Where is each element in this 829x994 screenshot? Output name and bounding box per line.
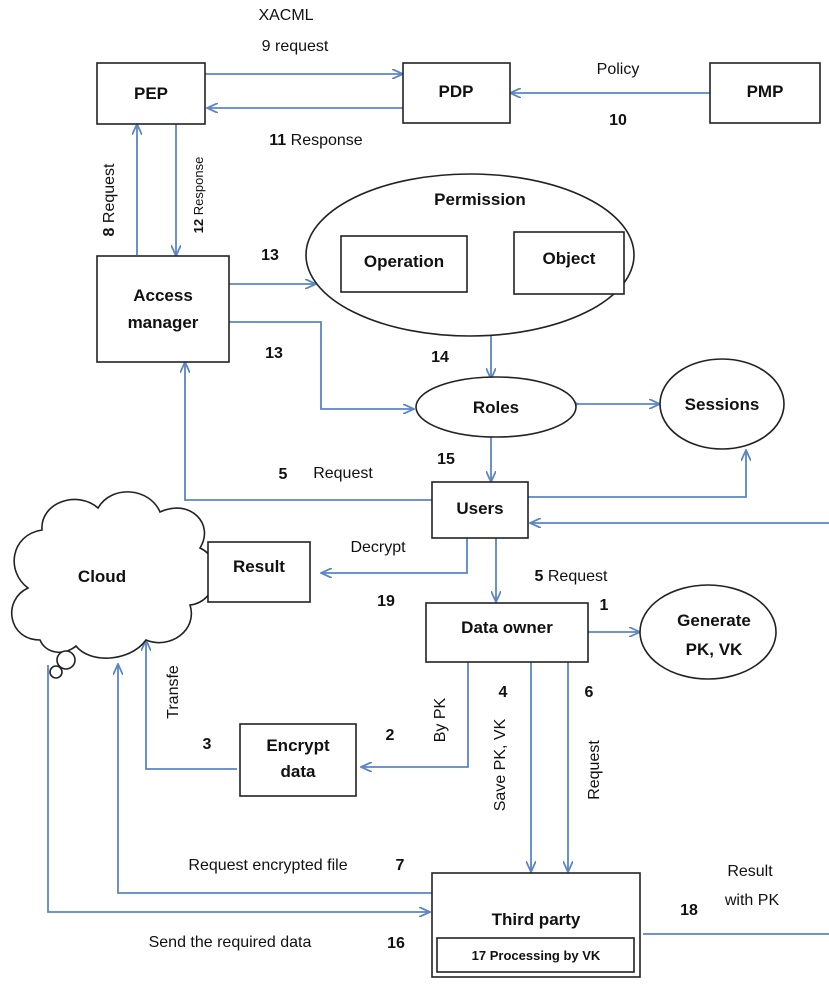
encrypt-label-line2: data [281,762,317,781]
edge-labels: XACML 9 request Policy 10 11 Response 8 … [101,7,779,952]
request5a-text: Request [313,465,373,482]
node-access-manager: Access manager [96,255,230,363]
pmp-label: PMP [747,82,784,101]
request5a-num: 5 [279,466,288,483]
node-operation: Operation [340,235,468,293]
node-pep: PEP [96,62,206,125]
by-pk-label: By PK [432,697,449,742]
num16-label: 16 [387,935,405,952]
request5b-text: Request [548,568,608,585]
num13a-label: 13 [261,247,279,264]
response12-num: 12 [191,219,206,233]
edge-users-result [321,538,468,573]
request8-label: 8 Request [101,163,118,237]
generate-label-line2: PK, VK [686,640,743,659]
third-party-label: Third party [492,910,581,929]
node-generate: Generate PK, VK [639,584,777,680]
num2-label: 2 [386,727,395,744]
node-result: Result [207,541,311,603]
node-object: Object [513,231,625,295]
num15-label: 15 [437,451,455,468]
request9-text: request [275,38,329,55]
node-roles: Roles [415,376,577,438]
edge-users-sessions [528,450,746,498]
edge-thirdparty-cloud [118,664,432,894]
node-users: Users [431,481,529,539]
cloud-label: Cloud [78,567,126,586]
edge-dataowner-encrypt [361,662,469,767]
xacml-label: XACML [258,7,313,24]
policy-label: Policy [597,61,640,78]
access-manager-label-line2: manager [128,313,199,332]
transfe-label: Transfe [165,665,182,719]
num19-label: 19 [377,593,395,610]
num1-label: 1 [600,597,609,614]
object-label: Object [543,249,596,268]
cloud-bubble-small [49,665,63,679]
request9-label: 9 request [262,38,329,55]
edge-encrypt-cloud [146,640,237,770]
processing-box [436,937,635,973]
node-data-owner: Data owner [425,602,589,663]
num10-label: 10 [609,112,627,129]
result-with-pk-line2: with PK [724,892,780,909]
sessions-label: Sessions [685,395,760,414]
decrypt-label: Decrypt [350,539,406,556]
pep-label: PEP [134,84,168,103]
node-third-party: Third party 17 Processing by VK [431,872,641,978]
num13b-label: 13 [265,345,283,362]
num6-label: 6 [585,684,594,701]
node-pdp: PDP [402,62,511,124]
processing-label: 17 Processing by VK [472,948,601,963]
request5b-label: 5 Request [535,568,609,585]
node-cloud: Cloud [11,491,217,679]
request8-text: Request [101,163,118,223]
num18-label: 18 [680,902,698,919]
cloud-shape [11,491,217,659]
save-pkvk-label: Save PK, VK [492,718,509,811]
edges [47,74,829,935]
response12-text: Response [191,157,206,216]
users-label: Users [456,499,503,518]
data-owner-label: Data owner [461,618,553,637]
permission-label: Permission [434,190,526,209]
num7-label: 7 [396,857,405,874]
request5b-num: 5 [535,568,544,585]
node-sessions: Sessions [659,358,785,450]
response12-label: 12 Response [191,157,206,234]
response11-text: Response [291,132,363,149]
send-required-label: Send the required data [149,934,312,951]
edge-users-am [185,362,432,501]
edge-cloud-thirdparty [47,665,430,912]
result-with-pk-line1: Result [727,863,773,880]
processing-text: Processing by [490,948,580,963]
operation-label: Operation [364,252,444,271]
encrypt-label-line1: Encrypt [266,736,330,755]
cloud-bubble-large [56,650,76,670]
request6-label: Request [586,740,603,800]
roles-label: Roles [473,398,519,417]
response11-num: 11 [269,132,286,149]
request8-num: 8 [101,227,118,236]
processing-num: 17 [472,948,486,963]
num4-label: 4 [499,684,508,701]
pdp-label: PDP [439,82,474,101]
num14-label: 14 [431,349,449,366]
access-manager-label-line1: Access [133,286,193,305]
processing-vk: VK [582,948,601,963]
num3-label: 3 [203,736,212,753]
response11-label: 11 Response [269,132,363,149]
node-encrypt-data: Encrypt data [239,723,357,797]
node-permission: Permission [305,173,635,337]
generate-label-line1: Generate [677,611,751,630]
node-pmp: PMP [709,62,821,124]
request9-num: 9 [262,38,271,55]
edge-am-roles [229,321,414,409]
request-encrypted-label: Request encrypted file [188,857,347,874]
result-label: Result [233,557,285,576]
